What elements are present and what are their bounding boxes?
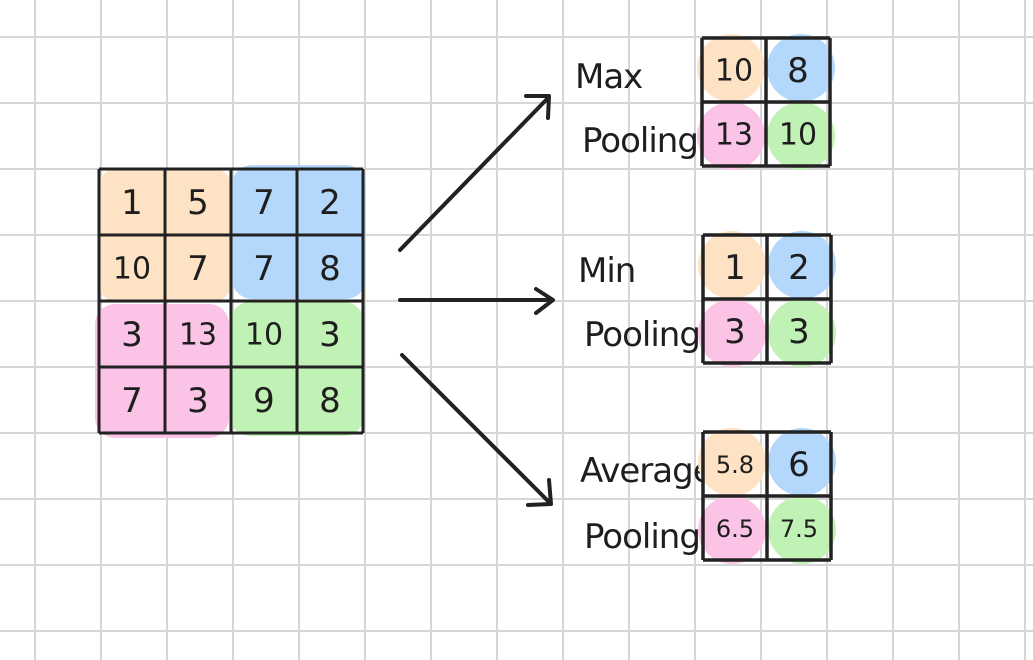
min-pooling-label-line2: Pooling bbox=[584, 315, 700, 355]
max-pooling-cell-value: 10 bbox=[779, 118, 817, 153]
arrows bbox=[398, 94, 555, 507]
input-cell-value: 2 bbox=[319, 183, 341, 223]
max-pooling-cell-bg-green bbox=[767, 102, 835, 170]
min-pooling-cell-bg-orange bbox=[698, 231, 766, 299]
input-cell-value: 10 bbox=[245, 318, 283, 353]
average-pooling-cell-value: 7.5 bbox=[780, 515, 818, 543]
input-cell-value: 7 bbox=[253, 249, 275, 289]
arrow-to-average-pooling bbox=[400, 353, 553, 507]
max-pooling-cell-bg-pink bbox=[697, 102, 765, 170]
input-quadrant-blue bbox=[232, 165, 366, 299]
max-pooling-cell-value: 13 bbox=[715, 118, 753, 153]
input-cell-value: 3 bbox=[187, 381, 209, 421]
min-pooling-cell-value: 3 bbox=[788, 312, 810, 352]
input-cell-value: 1 bbox=[121, 183, 143, 223]
average-pooling-label-line1: Average bbox=[580, 451, 713, 491]
arrow-to-min-pooling bbox=[398, 287, 555, 315]
average-pooling-cell-value: 6.5 bbox=[716, 515, 754, 543]
input-cell-value: 5 bbox=[187, 183, 209, 223]
input-cell-value: 13 bbox=[179, 318, 217, 353]
min-pooling-cell-bg-green bbox=[768, 299, 836, 367]
average-pooling-label-line2: Pooling bbox=[584, 517, 700, 557]
input-cell-value: 10 bbox=[113, 252, 151, 287]
max-pooling-cell-bg-blue bbox=[767, 34, 835, 102]
average-pooling-output: 5.8 6 6.5 7.5 bbox=[698, 428, 836, 564]
min-pooling-cell-value: 2 bbox=[788, 248, 810, 288]
input-quadrant-pink bbox=[95, 304, 229, 438]
average-pooling-cell-bg-orange bbox=[698, 428, 766, 496]
max-pooling-cell-value: 8 bbox=[787, 51, 809, 91]
input-cell-value: 8 bbox=[319, 249, 341, 289]
average-pooling-cell-bg-green bbox=[768, 496, 836, 564]
max-pooling-cell-bg-orange bbox=[697, 34, 765, 102]
min-pooling-cell-bg-pink bbox=[698, 299, 766, 367]
arrow-to-max-pooling bbox=[398, 94, 551, 252]
max-pooling-label-line2: Pooling bbox=[582, 121, 698, 161]
average-pooling-cell-bg-blue bbox=[768, 428, 836, 496]
input-cell-value: 7 bbox=[121, 381, 143, 421]
input-matrix: 1 5 7 2 10 7 7 8 3 13 10 3 7 3 9 8 bbox=[95, 165, 366, 438]
input-cell-value: 3 bbox=[121, 315, 143, 355]
input-cell-value: 8 bbox=[319, 381, 341, 421]
output-labels: Max Pooling Min Pooling Average Pooling bbox=[575, 57, 714, 557]
max-pooling-label-line1: Max bbox=[575, 57, 643, 97]
min-pooling-cell-value: 1 bbox=[724, 248, 746, 288]
input-cell-value: 7 bbox=[253, 183, 275, 223]
average-pooling-cell-value: 6 bbox=[788, 445, 810, 485]
average-pooling-cell-bg-pink bbox=[698, 496, 766, 564]
min-pooling-label-line1: Min bbox=[578, 251, 635, 291]
max-pooling-cell-value: 10 bbox=[715, 54, 753, 89]
average-pooling-cell-value: 5.8 bbox=[716, 451, 754, 479]
min-pooling-cell-bg-blue bbox=[768, 231, 836, 299]
max-pooling-output: 10 8 13 10 bbox=[697, 34, 835, 170]
input-cell-value: 9 bbox=[253, 381, 275, 421]
min-pooling-cell-value: 3 bbox=[724, 312, 746, 352]
input-cell-value: 3 bbox=[319, 315, 341, 355]
min-pooling-output: 1 2 3 3 bbox=[698, 231, 836, 367]
input-cell-value: 7 bbox=[187, 249, 209, 289]
